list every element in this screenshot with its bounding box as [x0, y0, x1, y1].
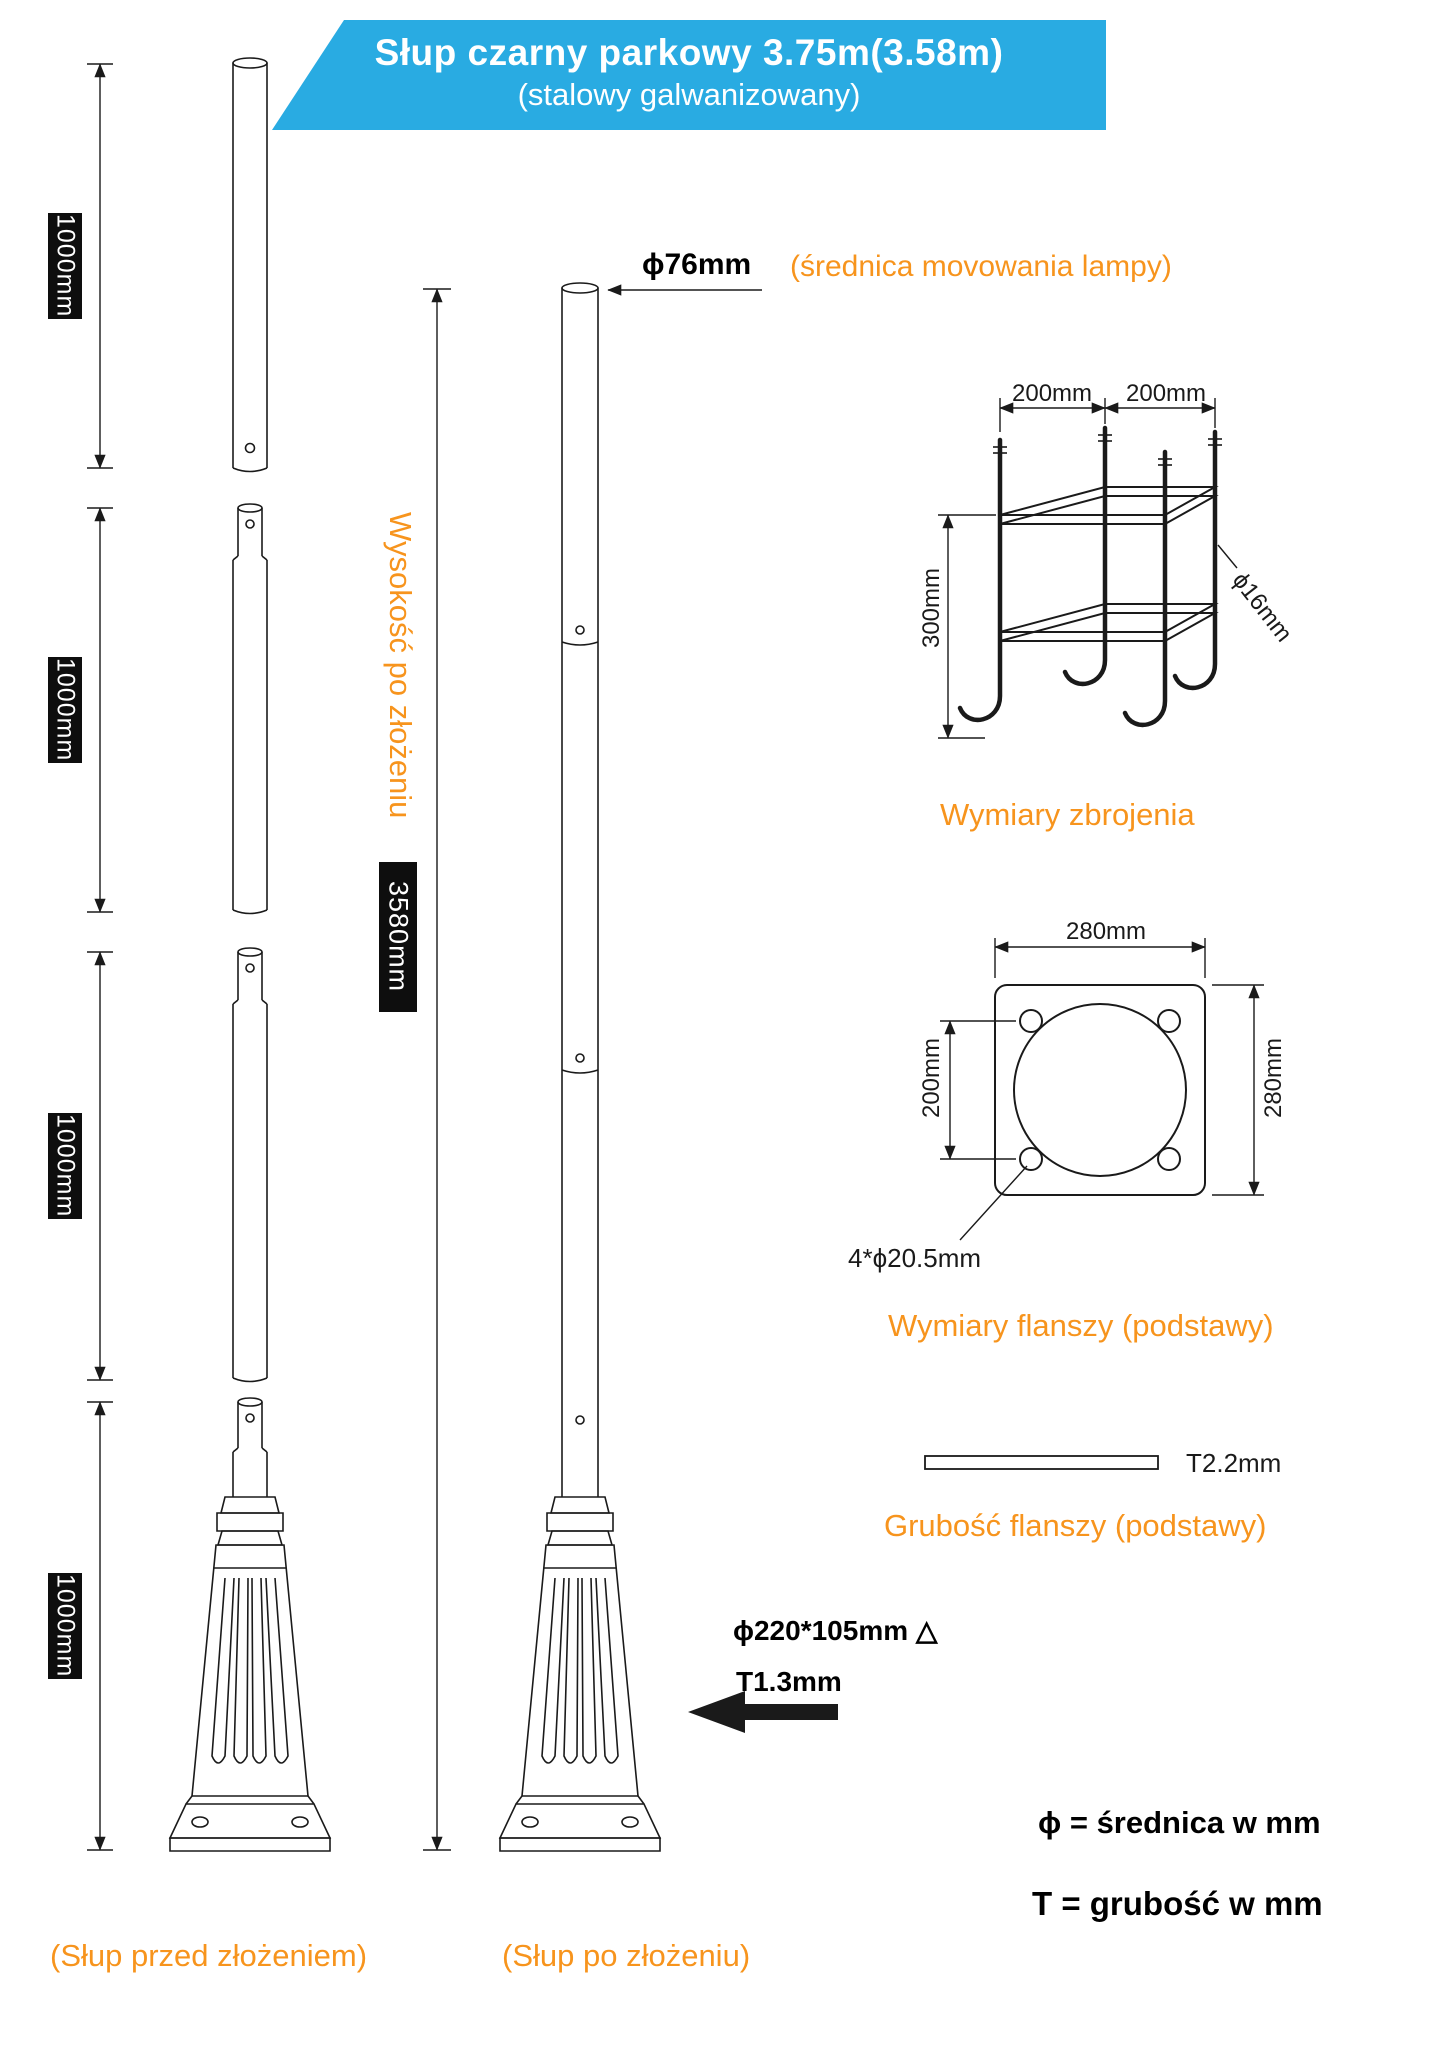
flange-caption: Wymiary flanszy (podstawy)	[888, 1308, 1274, 1343]
legend-diameter: ϕ = średnica w mm	[1038, 1805, 1321, 1840]
base-dimensions-label: ϕ220*105mm △	[733, 1615, 938, 1646]
rebar-caption: Wymiary zbrojenia	[940, 797, 1195, 832]
flange-height-label: 280mm	[1260, 1038, 1287, 1119]
flange-drawing	[994, 984, 1206, 1196]
rebar-cage-drawing	[957, 425, 1222, 728]
assembled-pole-drawing	[498, 282, 662, 1852]
base-thickness-label: T1.3mm	[736, 1666, 842, 1697]
rebar-height-label: 300mm	[918, 568, 945, 649]
flange-thickness-value: T2.2mm	[1186, 1448, 1282, 1478]
base-size-arrow	[688, 1691, 838, 1733]
flange-thickness-caption: Grubość flanszy (podstawy)	[884, 1508, 1267, 1543]
page-subtitle: (stalowy galwanizowany)	[517, 77, 861, 112]
assembled-pole-caption: (Słup po złożeniu)	[502, 1938, 751, 1973]
legend-thickness: T = grubość w mm	[1032, 1885, 1323, 1922]
segment-length-badge: 1000mm	[48, 213, 82, 319]
dimension-lines	[87, 63, 1264, 1851]
flange-width-label: 280mm	[1066, 918, 1147, 945]
rebar-span-left-label: 200mm	[1012, 380, 1093, 407]
segment-length-badge: 1000mm	[48, 1573, 82, 1679]
title-banner: Słup czarny parkowy 3.75m(3.58m) (stalow…	[272, 20, 1106, 130]
page-title: Słup czarny parkowy 3.75m(3.58m)	[374, 32, 1004, 73]
top-diameter-label: ϕ76mm	[642, 248, 752, 281]
assembled-height-badge: 3580mm	[379, 862, 417, 1012]
top-diameter-note: (średnica movowania lampy)	[790, 250, 1172, 283]
assembled-height-label: Wysokość po złożeniu	[383, 512, 418, 819]
thickness-plate-drawing	[924, 1455, 1159, 1470]
flange-bolt-holes-label: 4*ϕ20.5mm	[848, 1243, 982, 1273]
rebar-thread-ticks	[993, 434, 1222, 466]
segment-length-badge: 1000mm	[48, 657, 82, 763]
rebar-span-right-label: 200mm	[1126, 380, 1207, 407]
disassembled-pole-caption: (Słup przed złożeniem)	[50, 1938, 368, 1973]
rebar-stirrups	[999, 486, 1219, 642]
disassembled-pole-drawing	[168, 57, 332, 1852]
flange-bolt-spacing-label: 200mm	[918, 1038, 945, 1119]
rebar-rods	[957, 425, 1218, 728]
segment-length-badge: 1000mm	[48, 1113, 82, 1219]
